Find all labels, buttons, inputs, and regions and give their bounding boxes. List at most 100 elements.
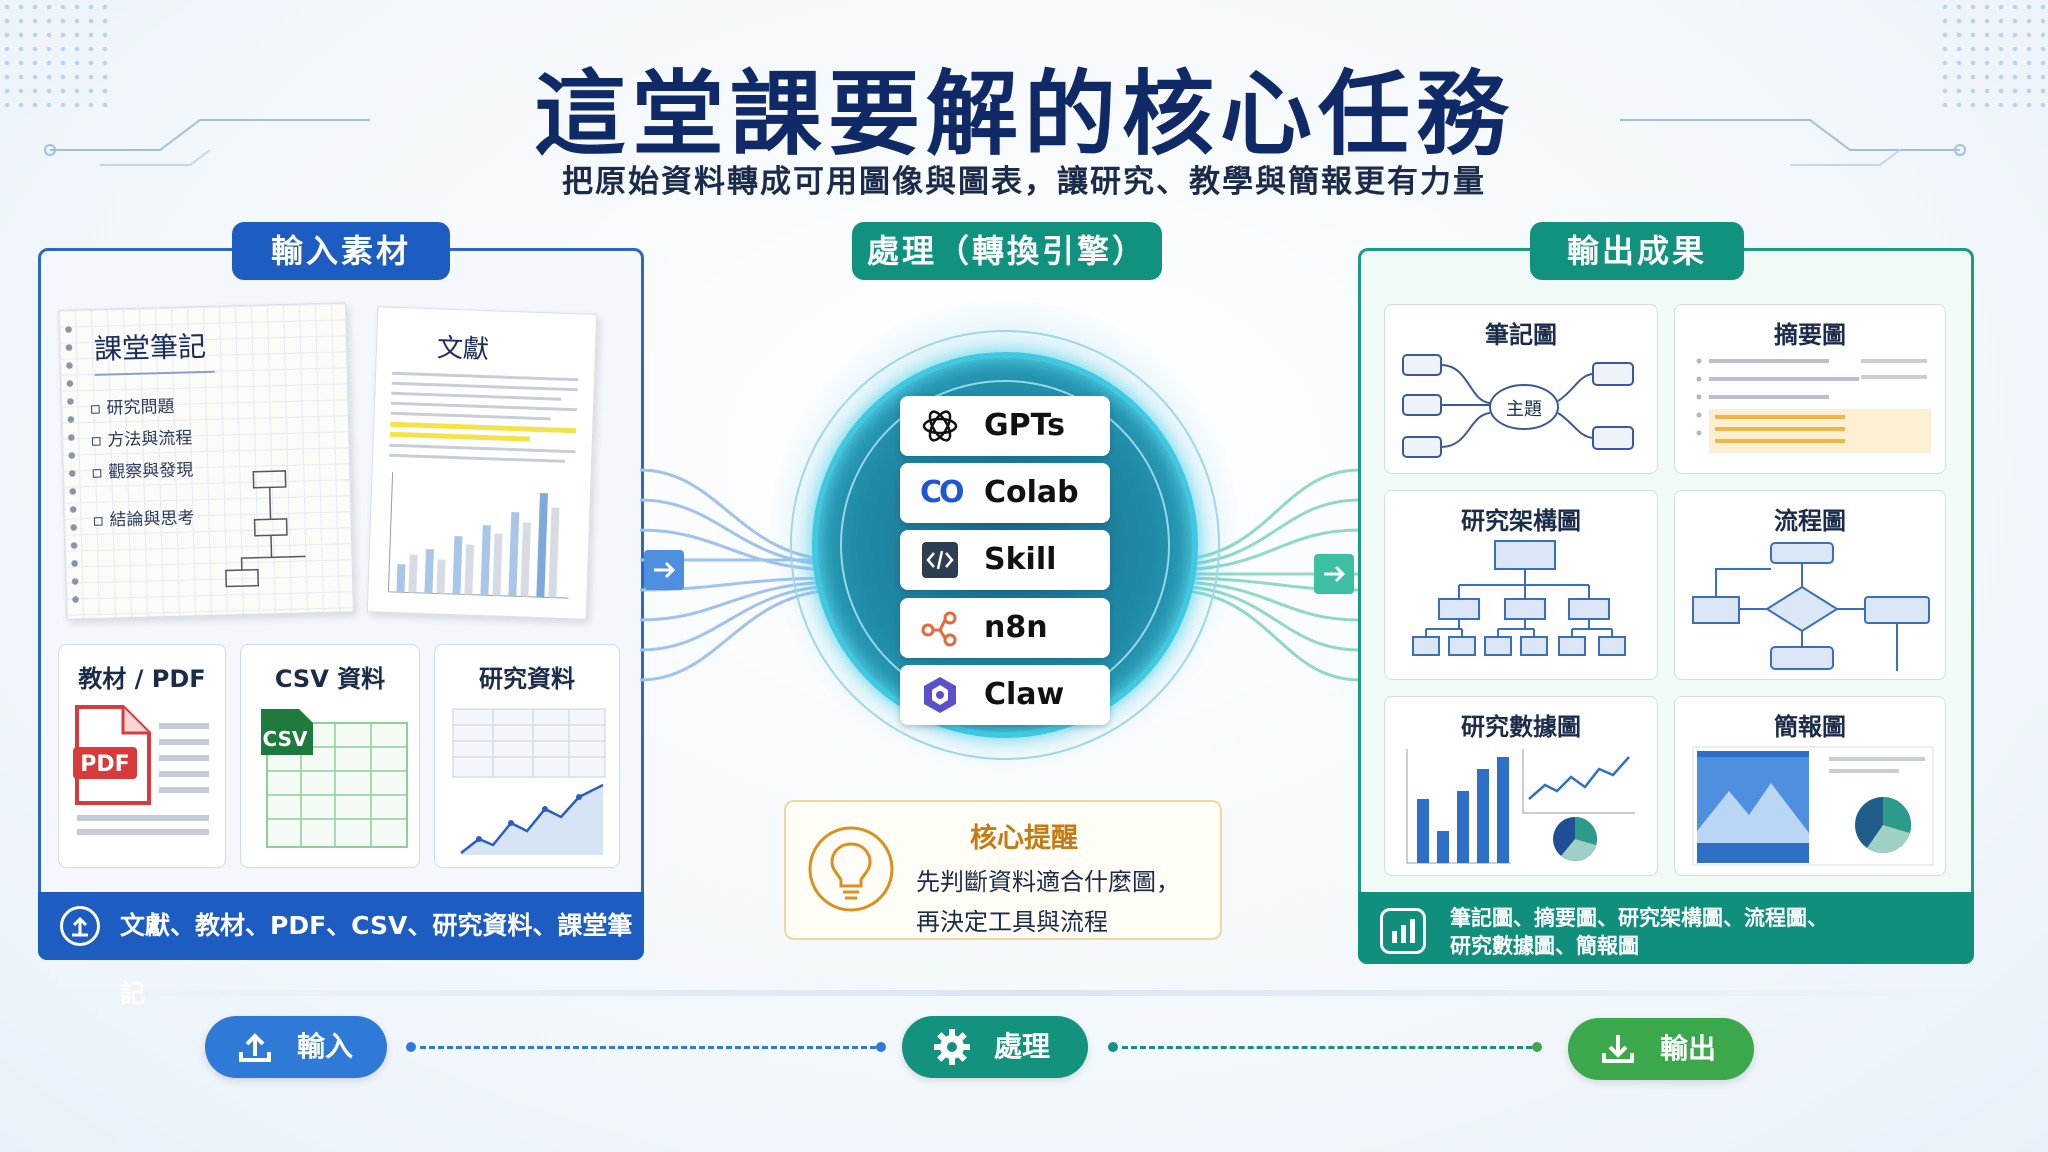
paper-highlight [390, 421, 577, 434]
card-pdf-title: 教材 / PDF [78, 665, 206, 693]
decor-dots-right [1938, 0, 2048, 110]
reminder-line-1: 先判斷資料適合什麼圖， [916, 868, 1180, 896]
download-icon [1602, 1035, 1634, 1063]
paper-text-line [391, 391, 562, 401]
summary-diagram [1696, 358, 1931, 453]
bar-chart-icon [1380, 908, 1426, 954]
card-note-map: 筆記圖 主題 [1384, 304, 1658, 474]
pdf-badge: PDF [80, 752, 130, 777]
output-tab: 輸出成果 [1530, 222, 1744, 280]
reminder-title: 核心提醒 [970, 823, 1078, 854]
card-pdf: 教材 / PDF PDF [58, 644, 226, 868]
notebook-item: ▫ 觀察與發現 [91, 460, 194, 484]
floor-shadow [50, 990, 1998, 996]
claw-hexagon-icon [924, 677, 956, 713]
card-note-map-title: 筆記圖 [1485, 321, 1557, 349]
reminder-card: 核心提醒 先判斷資料適合什麼圖， 再決定工具與流程 [784, 800, 1222, 940]
page-subtitle: 把原始資料轉成可用圖像與圖表，讓研究、教學與簡報更有力量 [562, 164, 1486, 200]
reminder-line-2: 再決定工具與流程 [916, 908, 1108, 936]
notebook-title: 課堂筆記 [93, 329, 207, 366]
notebook-card: 課堂筆記 ▫ 研究問題 ▫ 方法與流程 ▫ 觀察與發現 ▫ 結論與思考 [57, 302, 355, 620]
input-tab: 輸入素材 [232, 222, 450, 280]
card-research-framework: 研究架構圖 [1384, 490, 1658, 680]
tool-colab-label: Colab [984, 475, 1079, 510]
csv-sheet-icon [261, 709, 408, 848]
notebook-spiral [63, 320, 81, 611]
engine-ring-outer [790, 330, 1220, 760]
openai-icon [922, 410, 958, 442]
upload-icon [60, 906, 100, 946]
decor-dots-left [0, 0, 110, 110]
tool-gpts-label: GPTs [984, 408, 1065, 443]
card-csv-title: CSV 資料 [274, 665, 386, 693]
colab-icon: CO [920, 475, 965, 510]
paper-text-line [392, 371, 579, 382]
paper-text-line [389, 453, 566, 463]
input-footer: 文獻、教材、PDF、CSV、研究資料、課堂筆記 [38, 892, 644, 1008]
flow-dot [406, 1042, 416, 1052]
flow-process-label: 處理 [994, 1030, 1051, 1063]
tool-skill: Skill [900, 530, 1110, 590]
paper-highlight [389, 431, 530, 442]
page-title: 這堂課要解的核心任務 [533, 61, 1514, 168]
notebook-item: ▫ 研究問題 [89, 396, 175, 420]
flowchart-diagram [1692, 542, 1930, 671]
mindmap-diagram [1402, 354, 1634, 458]
framework-tree-diagram [1412, 540, 1626, 656]
decor-circuit-left [44, 119, 370, 166]
flow-dot [1532, 1042, 1542, 1052]
tool-colab: CO Colab [900, 463, 1110, 523]
flow-output-pill: 輸出 [1568, 1018, 1754, 1080]
decor-circuit-right [1620, 119, 1966, 166]
flow-input-pill: 輸入 [205, 1016, 387, 1078]
paper-title: 文獻 [436, 333, 490, 366]
input-footer-text: 文獻、教材、PDF、CSV、研究資料、課堂筆記 [120, 911, 633, 1008]
flow-dash-left [420, 1046, 876, 1049]
card-presentation-title: 簡報圖 [1774, 713, 1846, 741]
tool-gpts: GPTs [900, 396, 1110, 456]
paper-card: 文獻 [366, 306, 598, 620]
n8n-icon [921, 611, 957, 647]
notebook-sketch [225, 470, 306, 588]
notebook-underline [94, 370, 215, 376]
paper-text-line [390, 401, 577, 412]
code-icon [922, 542, 958, 578]
card-research-data: 研究資料 [434, 644, 620, 868]
paper-text-line [390, 411, 551, 421]
card-flowchart: 流程圖 [1674, 490, 1946, 680]
card-research-data-chart: 研究數據圖 [1384, 696, 1658, 876]
card-presentation: 簡報圖 [1674, 696, 1946, 876]
research-data-chart-icon [452, 708, 606, 855]
paper-text-line [389, 443, 576, 454]
card-research-data-chart-title: 研究數據圖 [1461, 713, 1581, 741]
output-footer-line-1: 筆記圖、摘要圖、研究架構圖、流程圖、 [1450, 906, 1828, 930]
card-csv: CSV 資料 CSV [240, 644, 420, 868]
gear-icon [934, 1029, 970, 1065]
tool-n8n-label: n8n [984, 610, 1048, 645]
paper-text-line [391, 381, 578, 392]
pdf-file-icon [73, 705, 209, 835]
research-data-chart-diagram [1406, 749, 1635, 864]
tool-n8n: n8n [900, 598, 1110, 658]
presentation-slide-diagram [1692, 746, 1934, 866]
csv-badge: CSV [262, 727, 308, 751]
card-research-framework-title: 研究架構圖 [1461, 507, 1581, 535]
card-flowchart-title: 流程圖 [1774, 507, 1846, 535]
output-footer-line-2: 研究數據圖、簡報圖 [1450, 934, 1639, 958]
tool-claw-label: Claw [984, 677, 1065, 712]
flow-process-pill: 處理 [902, 1016, 1088, 1078]
mindmap-center-label: 主題 [1506, 399, 1542, 420]
flow-output-label: 輸出 [1660, 1032, 1717, 1065]
paper-bar-chart [387, 471, 569, 599]
process-tab: 處理（轉換引擎） [852, 222, 1162, 280]
flow-input-label: 輸入 [297, 1030, 354, 1063]
notebook-item: ▫ 結論與思考 [92, 508, 195, 531]
flow-dot [1108, 1042, 1118, 1052]
tool-skill-label: Skill [984, 542, 1057, 577]
lightbulb-icon [808, 826, 894, 912]
upload-icon [239, 1033, 271, 1062]
output-footer: 筆記圖、摘要圖、研究架構圖、流程圖、 研究數據圖、簡報圖 [1358, 892, 1974, 964]
flow-dash-right [1122, 1046, 1532, 1049]
flow-dot [876, 1042, 886, 1052]
tool-claw: Claw [900, 665, 1110, 725]
